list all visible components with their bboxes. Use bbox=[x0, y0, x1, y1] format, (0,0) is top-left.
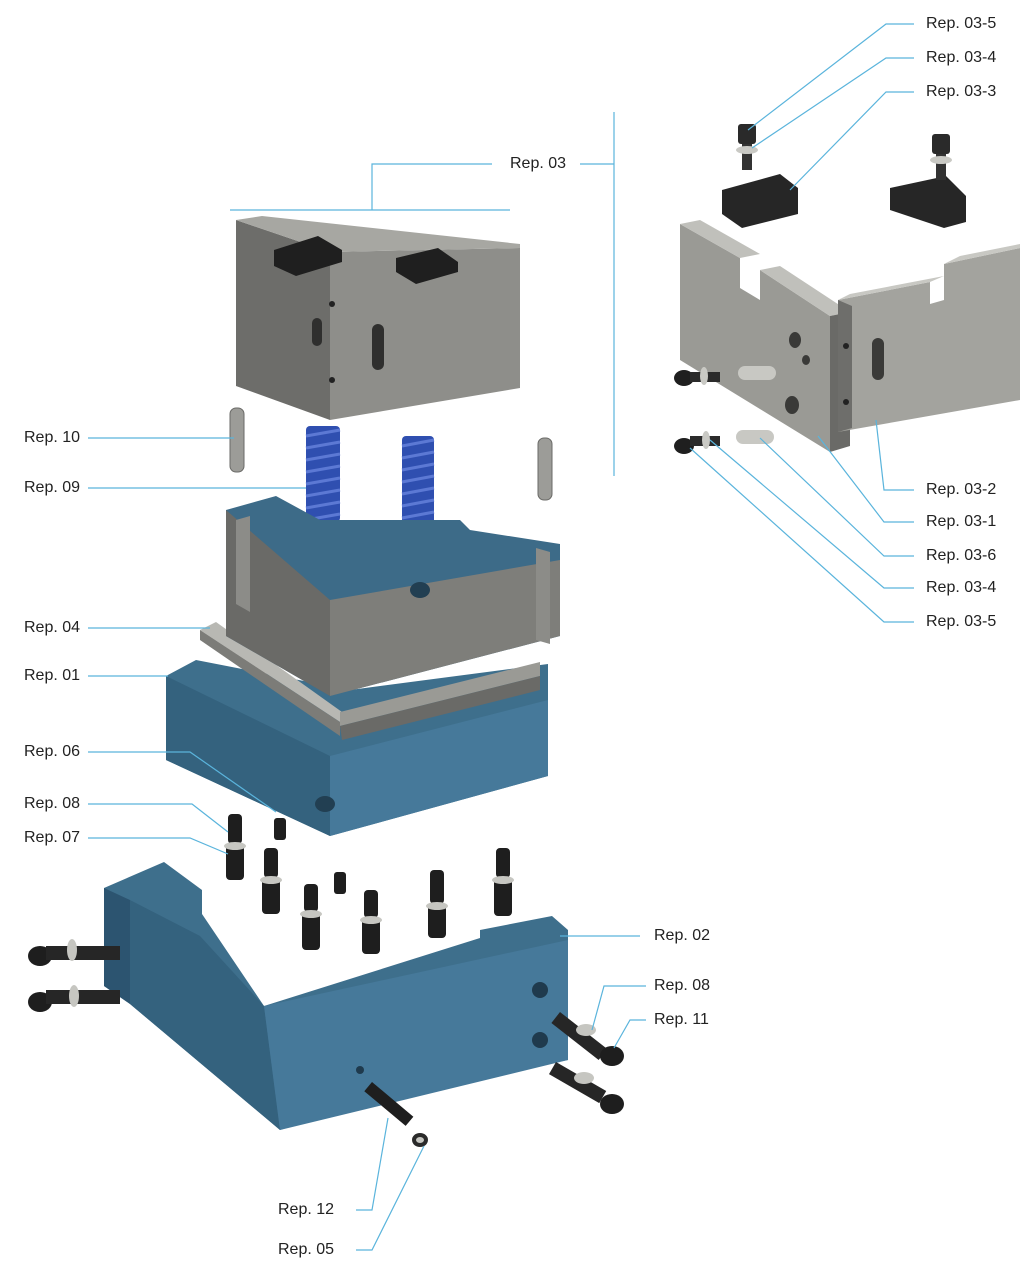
label-rep-03-5-top: Rep. 03-5 bbox=[926, 15, 997, 32]
label-rep-03-1: Rep. 03-1 bbox=[926, 513, 997, 530]
label-rep-07: Rep. 07 bbox=[24, 829, 81, 846]
label-rep-03-3: Rep. 03-3 bbox=[926, 83, 997, 100]
label-rep-10: Rep. 10 bbox=[24, 429, 81, 446]
screw-03-5-side-lower bbox=[674, 431, 720, 454]
carriage-rep-06 bbox=[226, 496, 560, 696]
sub-assembly-03-detail bbox=[674, 124, 1020, 454]
plate-03-1 bbox=[680, 220, 850, 452]
plate-03-2 bbox=[838, 244, 1020, 432]
label-rep-09: Rep. 09 bbox=[24, 479, 81, 496]
washers-rep-08 bbox=[224, 842, 514, 924]
spring-rep-09-right bbox=[401, 436, 435, 532]
rail-rep-04 bbox=[200, 622, 540, 740]
screws-frame-left bbox=[28, 939, 120, 1012]
screw-03-5-side-upper bbox=[674, 367, 720, 386]
label-rep-03-6: Rep. 03-6 bbox=[926, 547, 997, 564]
label-rep-12: Rep. 12 bbox=[278, 1201, 335, 1218]
label-rep-03-5-bottom: Rep. 03-5 bbox=[926, 613, 997, 630]
pin-rep-10-right bbox=[537, 437, 553, 501]
label-rep-01: Rep. 01 bbox=[24, 667, 81, 684]
bracket-rep-03 bbox=[236, 216, 520, 420]
pin-rep-10-left bbox=[229, 407, 245, 473]
leader-lines bbox=[88, 23, 914, 1251]
pin-03-6-upper bbox=[738, 366, 776, 380]
label-rep-04: Rep. 04 bbox=[24, 619, 81, 636]
spring-rep-09-left bbox=[305, 426, 341, 522]
pin-rep-12 bbox=[364, 1082, 428, 1147]
screw-03-5-top-right bbox=[930, 134, 952, 180]
label-rep-03-4-bottom: Rep. 03-4 bbox=[926, 579, 997, 596]
screw-03-5-top-left bbox=[736, 124, 758, 170]
label-rep-06: Rep. 06 bbox=[24, 743, 81, 760]
label-rep-03-2: Rep. 03-2 bbox=[926, 481, 997, 498]
frame-rep-02 bbox=[104, 862, 568, 1130]
block-03-3-right bbox=[890, 176, 966, 228]
label-rep-05: Rep. 05 bbox=[278, 1241, 335, 1258]
label-rep-03-4-top: Rep. 03-4 bbox=[926, 49, 997, 66]
block-03-3-left bbox=[722, 174, 798, 228]
screws-frame-right-rep-11 bbox=[549, 1011, 624, 1114]
label-rep-08-right: Rep. 08 bbox=[654, 977, 711, 994]
label-rep-11: Rep. 11 bbox=[654, 1011, 709, 1028]
screws-rep-07 bbox=[226, 814, 512, 954]
label-rep-02: Rep. 02 bbox=[654, 927, 711, 944]
pin-03-6-lower bbox=[736, 430, 774, 444]
label-rep-08-left: Rep. 08 bbox=[24, 795, 81, 812]
label-rep-03: Rep. 03 bbox=[510, 155, 567, 172]
